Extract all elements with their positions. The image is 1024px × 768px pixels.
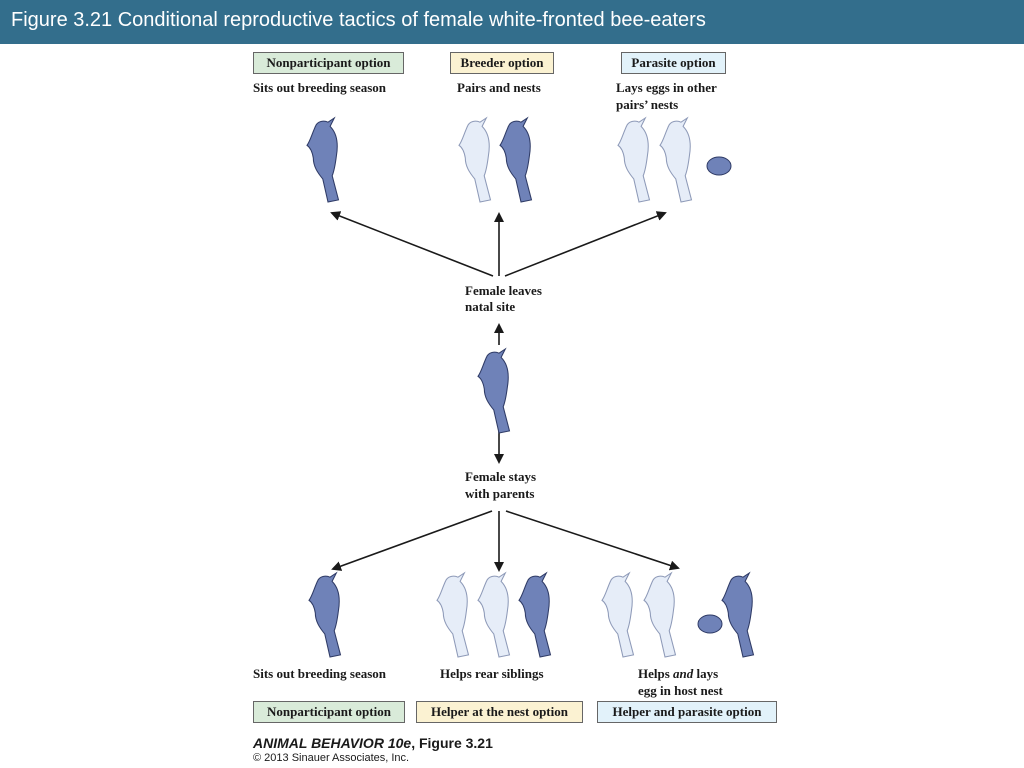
host-parent-bird-1 — [601, 572, 635, 658]
lays-text: lays — [693, 666, 719, 681]
bottom-helper-parasite-option-box: Helper and parasite option — [597, 701, 777, 723]
breeder-bird — [499, 117, 533, 203]
bottom-helper-option-box: Helper at the nest option — [416, 701, 583, 723]
top-birds — [306, 117, 732, 203]
bottom-helper-parasite-description-line2: egg in host nest — [638, 683, 723, 698]
helps-text: Helps — [638, 666, 674, 681]
bottom-nonparticipant-option-box: Nonparticipant option — [253, 701, 405, 723]
top-nonparticipant-option-box: Nonparticipant option — [253, 52, 404, 74]
copyright: © 2013 Sinauer Associates, Inc. — [253, 752, 410, 764]
bottom-nonparticipant-description: Sits out breeding season — [253, 666, 387, 681]
bottom-birds — [308, 572, 755, 658]
arrow-leaves-to-nonparticipant — [330, 211, 494, 277]
female-stays-label-line2: with parents — [465, 486, 535, 501]
slide-title: Figure 3.21 Conditional reproductive tac… — [11, 9, 706, 31]
top-parasite-description-line2: pairs’ nests — [616, 97, 679, 112]
arrow-stays-to-helper-parasite — [505, 510, 680, 571]
top-breeder-option-box: Breeder option — [450, 52, 554, 74]
nonparticipant-bird — [306, 117, 340, 203]
book-title: ANIMAL BEHAVIOR 10e — [253, 735, 412, 751]
host-bird-2 — [659, 117, 693, 203]
title-bar: Figure 3.21 Conditional reproductive tac… — [0, 0, 1024, 44]
parent-bird-1 — [436, 572, 470, 658]
helper-parasite-bird — [721, 572, 755, 658]
parasite-egg — [706, 156, 732, 176]
bottom-helper-description: Helps rear siblings — [440, 666, 544, 681]
top-nonparticipant-description: Sits out breeding season — [253, 80, 387, 95]
host-bird-1 — [617, 117, 651, 203]
female-leaves-label-line2: natal site — [465, 299, 516, 314]
figure-number: , Figure 3.21 — [411, 735, 493, 751]
bottom-nonparticipant-bird — [308, 572, 342, 658]
focal-female-bird — [477, 348, 511, 434]
central-bird-group — [477, 348, 511, 434]
bottom-helper-parasite-description-line1: Helps and lays — [638, 665, 718, 682]
arrow-leaves-to-parasite — [504, 211, 667, 277]
top-parasite-description-line1: Lays eggs in other — [616, 80, 717, 95]
host-parent-bird-2 — [643, 572, 677, 658]
parent-bird-2 — [477, 572, 511, 658]
top-parasite-option-box: Parasite option — [621, 52, 726, 74]
and-text: and — [673, 666, 694, 681]
arrows — [330, 211, 680, 572]
top-breeder-description: Pairs and nests — [457, 80, 541, 95]
figure-caption: ANIMAL BEHAVIOR 10e, Figure 3.21 — [253, 735, 493, 751]
arrow-stays-to-nonparticipant — [331, 510, 493, 571]
helper-bird — [518, 572, 552, 658]
breeder-mate-bird — [458, 117, 492, 203]
female-leaves-label-line1: Female leaves — [465, 283, 542, 298]
female-stays-label-line1: Female stays — [465, 469, 537, 484]
host-nest-egg — [697, 614, 723, 634]
